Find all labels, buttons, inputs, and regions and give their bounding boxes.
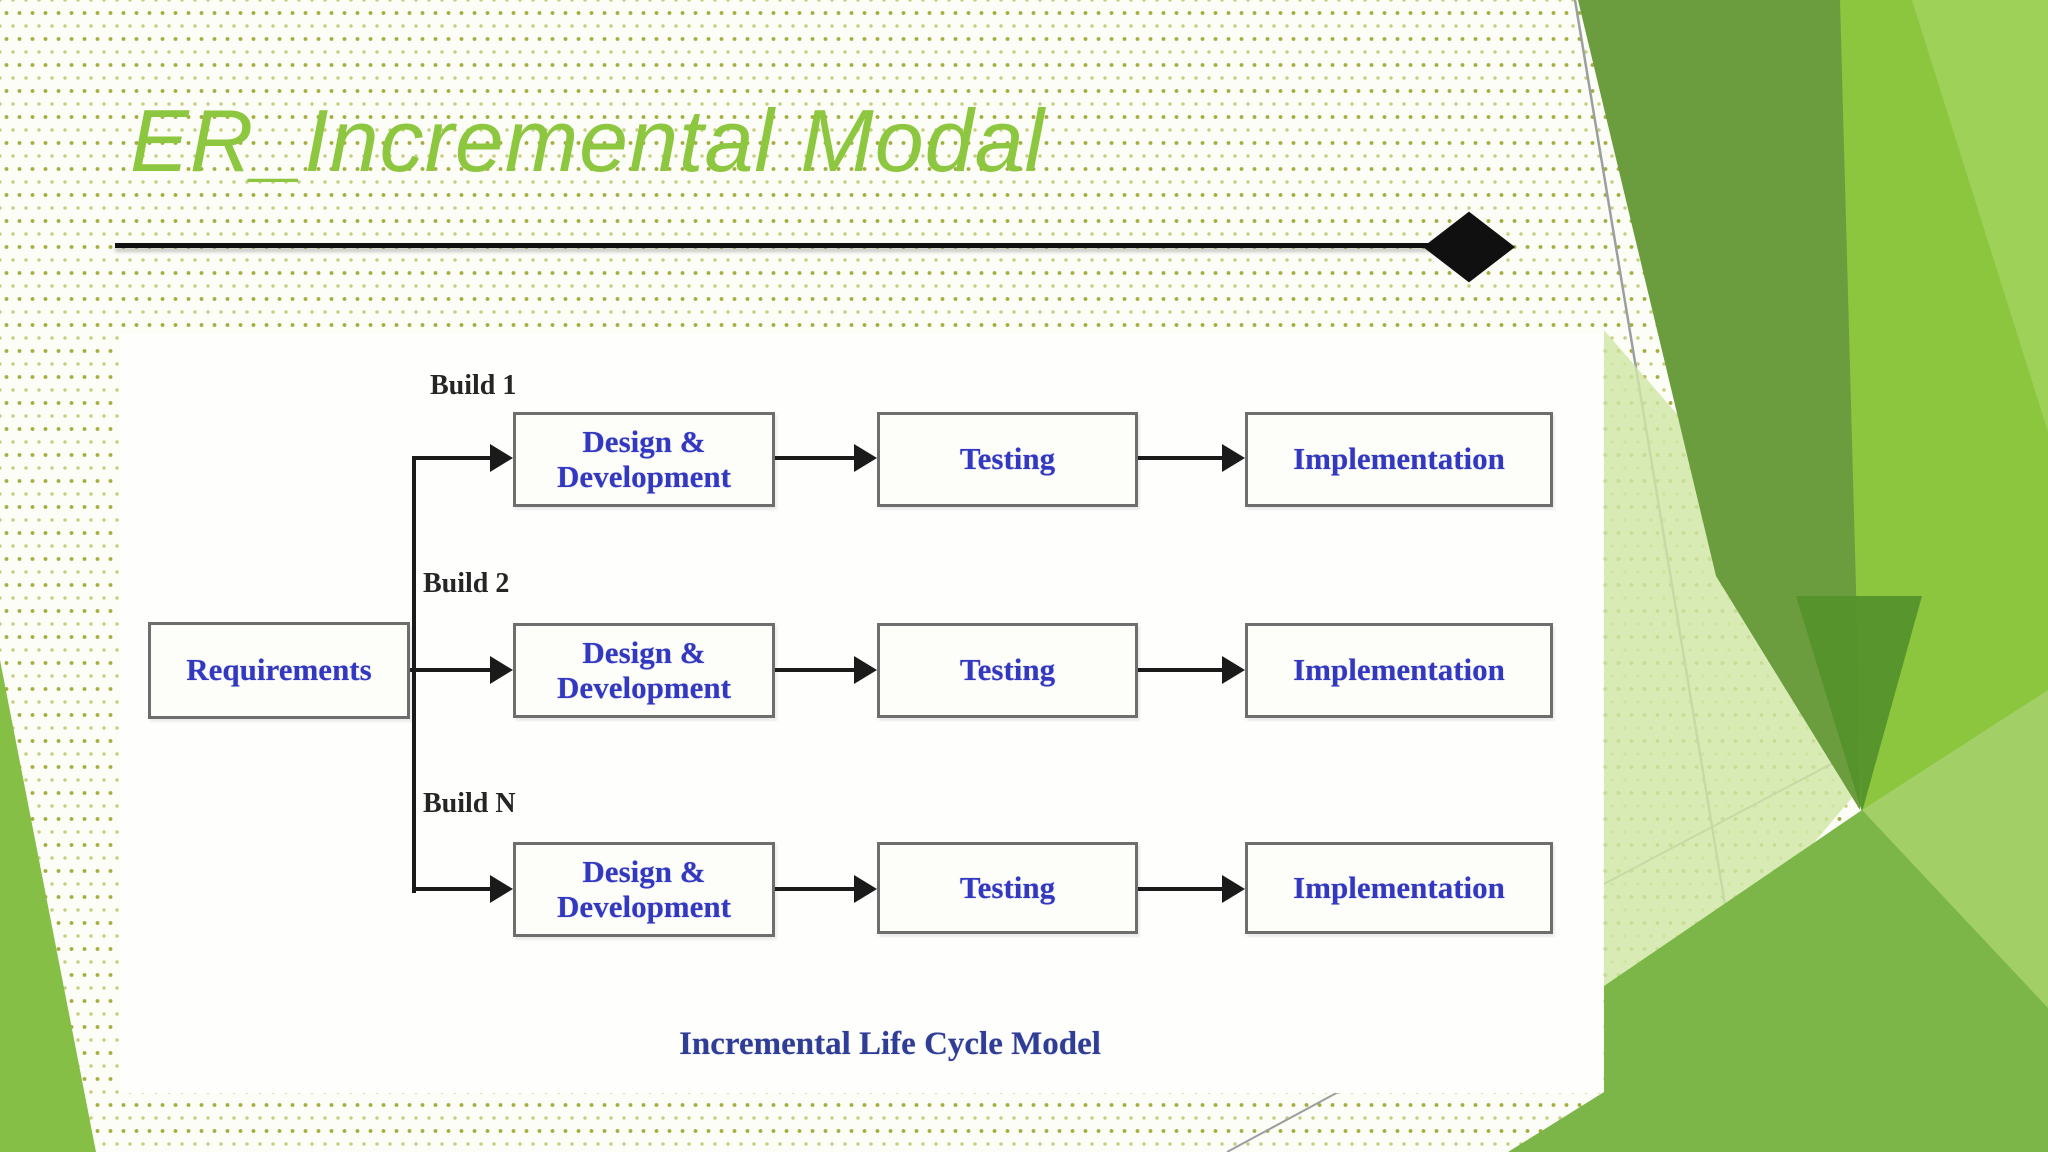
phase-box-implementation-row3: Implementation bbox=[1245, 842, 1553, 934]
left-green-wedge bbox=[0, 660, 96, 1152]
phase-box-testing-row3: Testing bbox=[877, 842, 1138, 934]
phase-label: Implementation bbox=[1293, 441, 1505, 477]
diagonal-line-bottom bbox=[1226, 1089, 1343, 1152]
flow-arrow bbox=[775, 875, 877, 903]
bright-green-field bbox=[1620, 0, 2048, 1152]
light-green-corner bbox=[1912, 0, 2048, 432]
dark-green-wedge bbox=[1578, 0, 1860, 810]
flow-arrow bbox=[410, 656, 513, 684]
phase-box-testing-row2: Testing bbox=[877, 623, 1138, 718]
phase-label: Testing bbox=[959, 869, 1056, 905]
diagram-caption: Incremental Life Cycle Model bbox=[679, 1026, 1101, 1062]
phase-box-implementation-row1: Implementation bbox=[1245, 412, 1553, 507]
diamond-accent bbox=[1423, 211, 1515, 283]
connector-line bbox=[412, 456, 416, 893]
build-label-n: Build N bbox=[423, 788, 516, 819]
mid-green-band bbox=[1862, 690, 2048, 1010]
title-underline bbox=[115, 243, 1438, 248]
phase-label: Design & Development bbox=[557, 423, 731, 494]
diagonal-line-shallow bbox=[1603, 734, 1887, 885]
flow-arrow bbox=[1138, 656, 1245, 684]
flow-arrow bbox=[412, 444, 513, 472]
flow-arrow bbox=[1138, 875, 1245, 903]
requirements-label: Requirements bbox=[186, 652, 372, 688]
requirements-box: Requirements bbox=[148, 622, 410, 719]
phase-box-implementation-row2: Implementation bbox=[1245, 623, 1553, 718]
pale-green-triangle bbox=[1604, 330, 1930, 1092]
slide-title: ER_Incremental Modal bbox=[130, 91, 1046, 190]
flow-arrow bbox=[775, 656, 877, 684]
build-label-1: Build 1 bbox=[430, 370, 517, 401]
phase-label: Implementation bbox=[1293, 652, 1505, 688]
diagonal-line-steep bbox=[1573, 0, 1768, 1152]
phase-label: Design & Development bbox=[557, 634, 731, 705]
deep-green-triangle bbox=[1796, 596, 1922, 812]
phase-label: Testing bbox=[959, 441, 1056, 477]
phase-box-testing-row1: Testing bbox=[877, 412, 1138, 507]
phase-box-design-development-row3: Design & Development bbox=[513, 842, 775, 937]
phase-label: Testing bbox=[959, 652, 1056, 688]
phase-label: Implementation bbox=[1293, 869, 1505, 905]
phase-box-design-development-row2: Design & Development bbox=[513, 623, 775, 718]
phase-label: Design & Development bbox=[557, 853, 731, 924]
flow-arrow bbox=[1138, 444, 1245, 472]
flow-arrow bbox=[775, 444, 877, 472]
diagram-panel: Build 1 Build 2 Build N Requirements Des… bbox=[120, 334, 1603, 1093]
phase-box-design-development-row1: Design & Development bbox=[513, 412, 775, 507]
build-label-2: Build 2 bbox=[423, 568, 510, 599]
flow-arrow bbox=[412, 875, 513, 903]
